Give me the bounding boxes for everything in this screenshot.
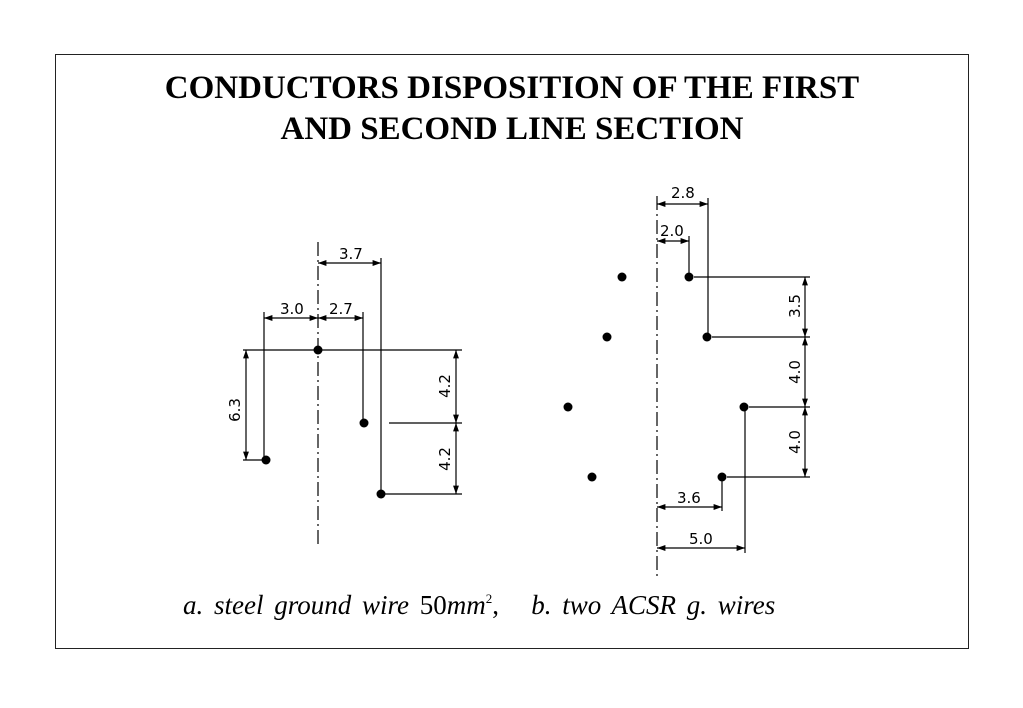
dim-label-b-right-3: 4.0 [786,430,804,454]
conductor-b-left-4 [587,472,597,482]
caption-a-text: a. steel ground wire [183,590,409,620]
conductor-b-right-2 [702,332,712,342]
dim-label-b-top-outer: 2.8 [671,184,695,202]
dim-label-a-mid: 2.7 [329,300,353,318]
dim-label-b-top-inner: 2.0 [660,222,684,240]
figure-caption: a. steel ground wire 50mm2, b. two ACSR … [183,590,775,621]
caption-a-unit: mm [446,590,486,620]
conductor-a-mid [359,418,369,428]
dim-label-b-bottom-outer: 5.0 [689,530,713,548]
dim-label-a-vertical-upper: 4.2 [436,374,454,398]
conductor-b-left-3 [563,402,573,412]
caption-a-comma: , [492,590,499,620]
title-line-2: AND SECOND LINE SECTION [280,111,744,147]
conductor-b-left-1 [617,272,627,282]
dim-label-b-bottom-inner: 3.6 [677,489,701,507]
dim-label-a-vertical-left: 6.3 [226,398,244,422]
dim-label-b-right-2: 4.0 [786,360,804,384]
figure-title: CONDUCTORS DISPOSITION OF THE FIRST AND … [55,68,969,150]
diagram-b [563,196,810,576]
conductor-b-right-3 [739,402,749,412]
caption-a-value: 50 [419,590,447,620]
dim-label-a-vertical-lower: 4.2 [436,447,454,471]
figure-frame [55,54,969,649]
diagram-a [243,242,462,548]
dim-label-a-left: 3.0 [280,300,304,318]
title-line-1: CONDUCTORS DISPOSITION OF THE FIRST [164,70,860,106]
caption-a-exponent: 2 [485,591,493,606]
caption-b-text: b. two ACSR g. wires [531,590,776,620]
dim-label-b-right-1: 3.5 [786,294,804,318]
dim-label-a-top: 3.7 [339,245,363,263]
conductor-b-left-2 [602,332,612,342]
